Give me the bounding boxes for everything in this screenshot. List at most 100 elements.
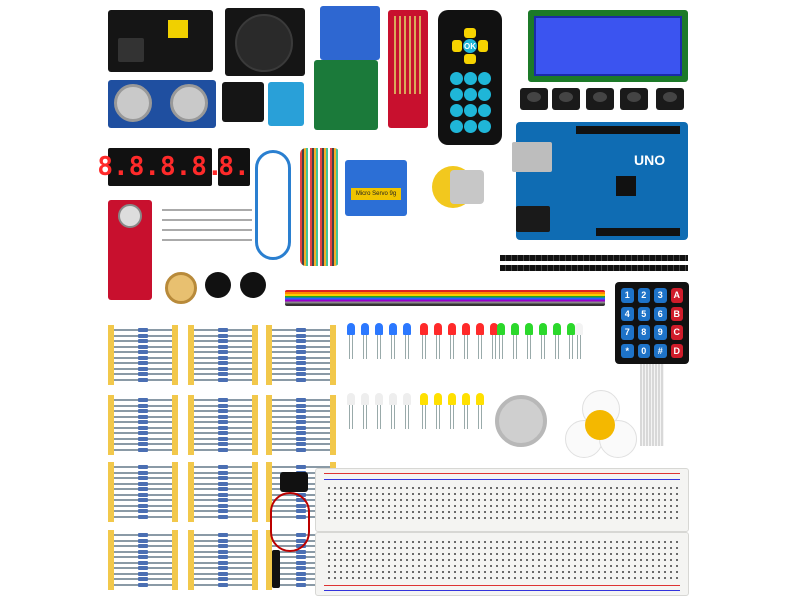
keypad-key: 0 (637, 343, 650, 358)
keypad-key: # (654, 343, 667, 358)
resistor (194, 549, 252, 554)
resistor (194, 470, 252, 475)
resistor (114, 481, 172, 486)
keypad-key: 3 (654, 288, 667, 303)
breadboard (315, 532, 689, 596)
resistor-strip (108, 395, 178, 455)
tape (172, 325, 178, 385)
water-sensor-traces (394, 16, 422, 94)
led (420, 323, 428, 359)
remote-down-button (464, 54, 476, 64)
remote-key (478, 72, 491, 85)
battery-clip (280, 472, 308, 492)
resistor (114, 339, 172, 343)
resistor (194, 339, 252, 343)
servo-label: Micro Servo 9g (351, 188, 401, 200)
resistor (114, 344, 172, 349)
led (490, 323, 498, 359)
diode-lead (162, 229, 252, 231)
led (462, 393, 470, 429)
resistor (194, 571, 252, 576)
sensor-module (222, 82, 264, 122)
resistor (194, 372, 252, 376)
dht11-sensor (268, 82, 304, 126)
led (476, 393, 484, 429)
resistor (272, 333, 330, 338)
dc-motor (432, 160, 492, 214)
led (347, 323, 355, 359)
ground-rail (324, 590, 680, 591)
push-button (552, 88, 580, 110)
led (462, 323, 470, 359)
remote-up-button (464, 28, 476, 38)
resistor (194, 377, 252, 382)
tape (188, 530, 194, 590)
tape (252, 325, 258, 385)
power-rail (324, 585, 680, 586)
resistor (272, 366, 330, 371)
tape (172, 530, 178, 590)
resistor (114, 366, 172, 371)
keypad-key: 1 (621, 288, 634, 303)
resistor (194, 447, 252, 452)
remote-dpad: OK (452, 28, 488, 64)
led (434, 323, 442, 359)
resistor (114, 582, 172, 587)
resistor-strip (108, 462, 178, 522)
resistor (114, 544, 172, 548)
tape (266, 530, 272, 590)
tape (330, 325, 336, 385)
ultrasonic-sensor (108, 80, 216, 128)
resistor (272, 465, 330, 469)
potentiometer (165, 272, 197, 304)
led (567, 323, 575, 359)
tape (252, 395, 258, 455)
keypad-key: B (670, 306, 683, 321)
resistor (114, 328, 172, 332)
resistor (194, 420, 252, 424)
resistor (194, 465, 252, 469)
resistor (272, 549, 330, 554)
resistor-strip (266, 325, 336, 385)
sound-sensor (108, 200, 152, 300)
resistor (272, 555, 330, 559)
tape (108, 325, 114, 385)
resistor (272, 350, 330, 354)
led (575, 323, 583, 359)
led (389, 323, 397, 359)
resistor (194, 487, 252, 491)
seven-segment-1digit: 8. (218, 148, 250, 186)
resistor-strip (188, 325, 258, 385)
stepper-driver-board (314, 60, 378, 130)
resistor (272, 409, 330, 413)
resistor (272, 403, 330, 408)
resistor-strip (108, 325, 178, 385)
resistor (194, 560, 252, 565)
power-module-jumper (168, 20, 188, 38)
remote-key (450, 104, 463, 117)
resistor (272, 560, 330, 565)
resistor (114, 566, 172, 570)
ground-rail (324, 479, 680, 480)
keypad-key: 7 (621, 325, 634, 340)
battery-clip-wire (270, 492, 310, 552)
resistor (194, 538, 252, 543)
resistor (114, 442, 172, 446)
resistor (272, 420, 330, 424)
joystick-knob (235, 14, 293, 72)
resistor (272, 571, 330, 576)
resistor (114, 398, 172, 402)
tape (252, 530, 258, 590)
resistor (114, 403, 172, 408)
microcontroller-chip (616, 176, 636, 196)
resistor (114, 425, 172, 430)
push-button (656, 88, 684, 110)
resistor (194, 398, 252, 402)
resistor (114, 549, 172, 554)
resistor (272, 344, 330, 349)
diode-lead (162, 239, 252, 241)
led (420, 393, 428, 429)
remote-key (478, 120, 491, 133)
resistor (272, 328, 330, 332)
resistor (272, 339, 330, 343)
